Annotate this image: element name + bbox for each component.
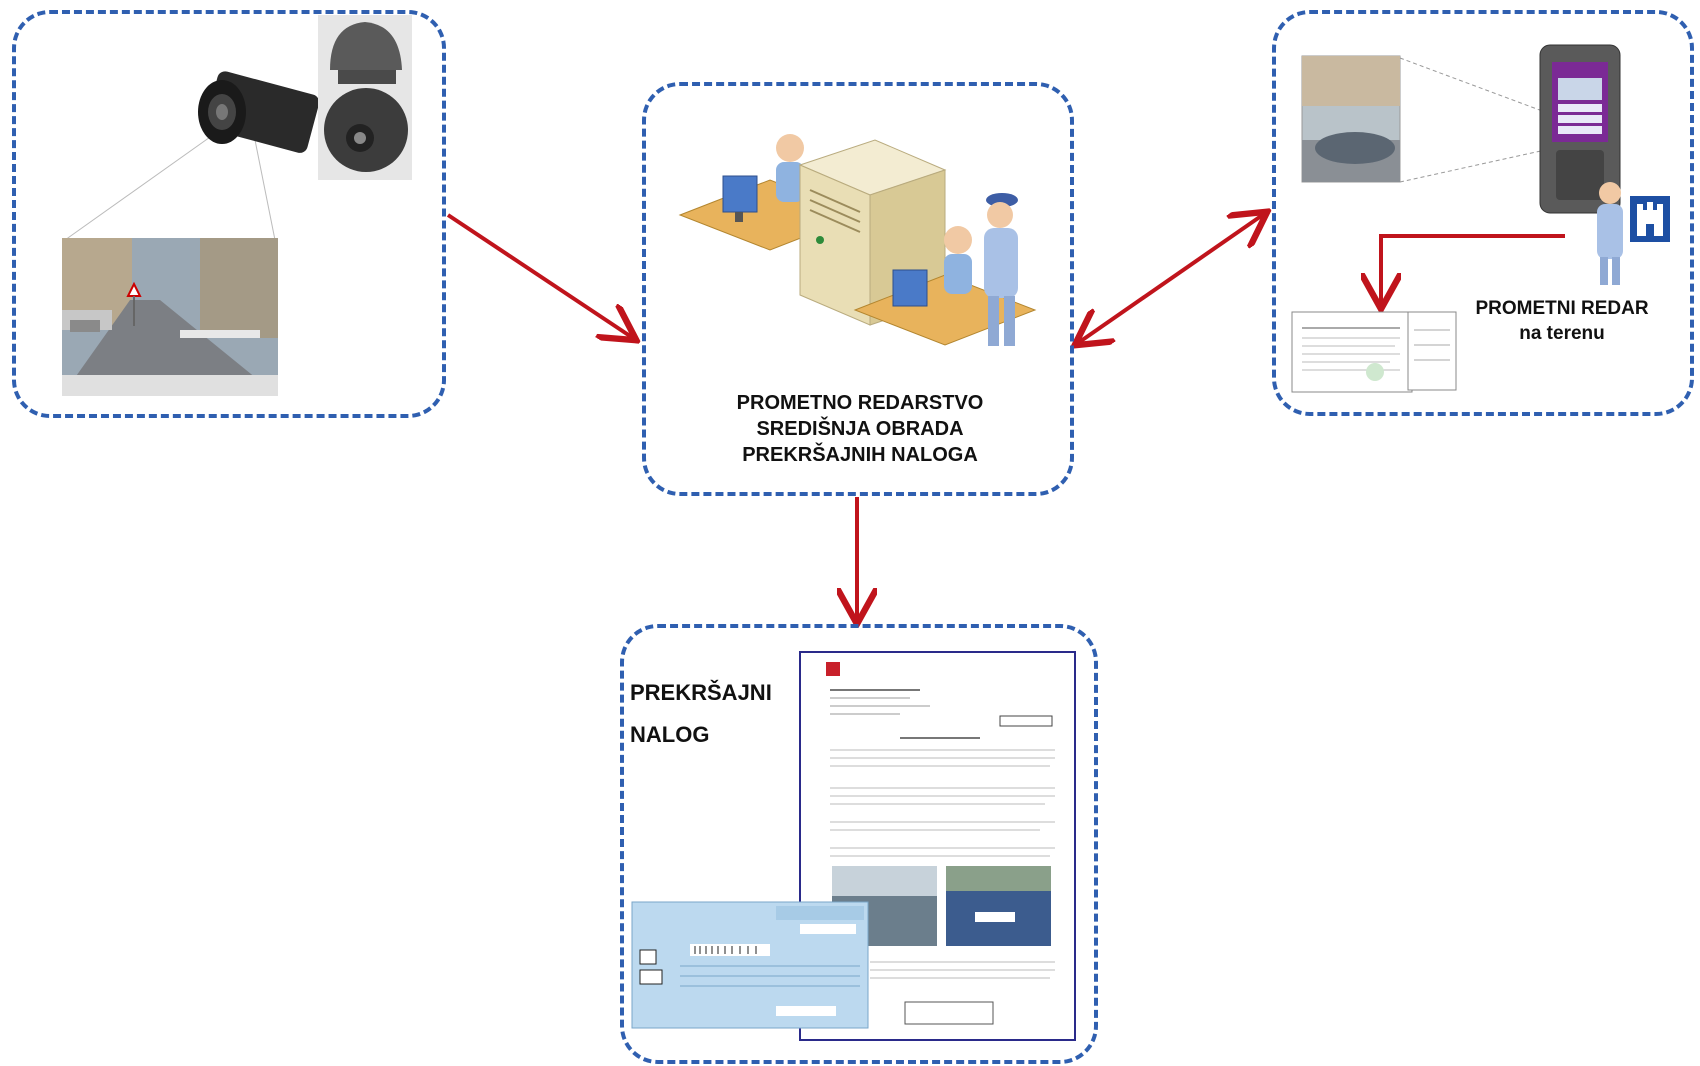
central-processing-box [642,82,1074,496]
central-caption-line3: PREKRŠAJNIH NALOGA [742,444,978,466]
ticket-box [620,624,1098,1064]
field-caption-line2: na terenu [1519,323,1605,344]
arrow-center-field [1078,214,1264,343]
cameras-box [12,10,446,418]
arrow-officer-to-ticket [1381,234,1565,305]
central-caption-line1: PROMETNO REDARSTVO [736,392,984,414]
central-caption: PROMETNO REDARSTVO SREDIŠNJA OBRADA PREK… [680,390,1040,468]
central-caption-line2: SREDIŠNJA OBRADA [756,418,964,440]
field-caption: PROMETNI REDAR na terenu [1462,296,1662,346]
ticket-caption-line2: NALOG [630,722,710,747]
arrow-cameras-to-center [446,213,633,338]
ticket-caption-line1: PREKRŠAJNI [630,680,772,705]
field-officer-box [1272,10,1694,416]
ticket-caption: PREKRŠAJNI NALOG [630,672,790,756]
field-caption-line1: PROMETNI REDAR [1475,298,1649,319]
